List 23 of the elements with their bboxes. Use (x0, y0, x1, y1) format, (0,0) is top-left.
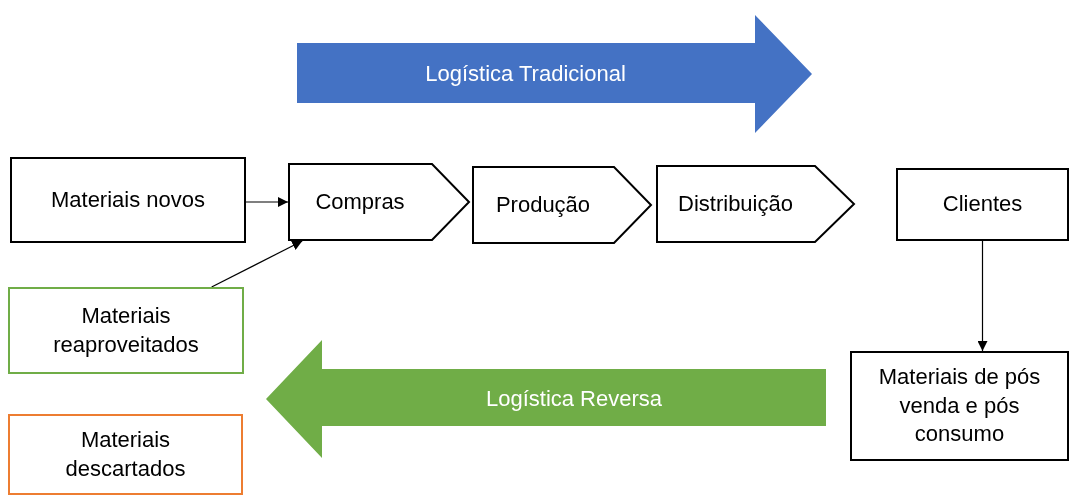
node-label: Logística Tradicional (425, 59, 626, 88)
node-label: Materiais descartados (64, 425, 187, 483)
node-label: Clientes (942, 190, 1023, 219)
block-arrow-banner (266, 340, 826, 458)
arrow (245, 197, 289, 207)
node-label: Materiais novos (50, 185, 206, 214)
node-label: Logística Reversa (485, 384, 663, 413)
node-label: Produção (495, 190, 591, 219)
node-label: Distribuição (678, 189, 793, 218)
node-label: Materiais de pós venda e pós consumo (877, 363, 1042, 449)
process-box (850, 351, 1069, 461)
process-box (10, 157, 246, 243)
arrow (211, 240, 303, 288)
arrow (977, 240, 988, 352)
process-step-box (656, 165, 855, 243)
node-label: Materiais reaproveitados (52, 301, 200, 359)
process-step-box (472, 166, 652, 244)
process-box (896, 168, 1069, 241)
process-step-box (288, 163, 470, 241)
process-box (8, 287, 244, 374)
node-label: Compras (315, 187, 405, 216)
process-box (8, 414, 243, 495)
block-arrow-banner (297, 15, 812, 133)
